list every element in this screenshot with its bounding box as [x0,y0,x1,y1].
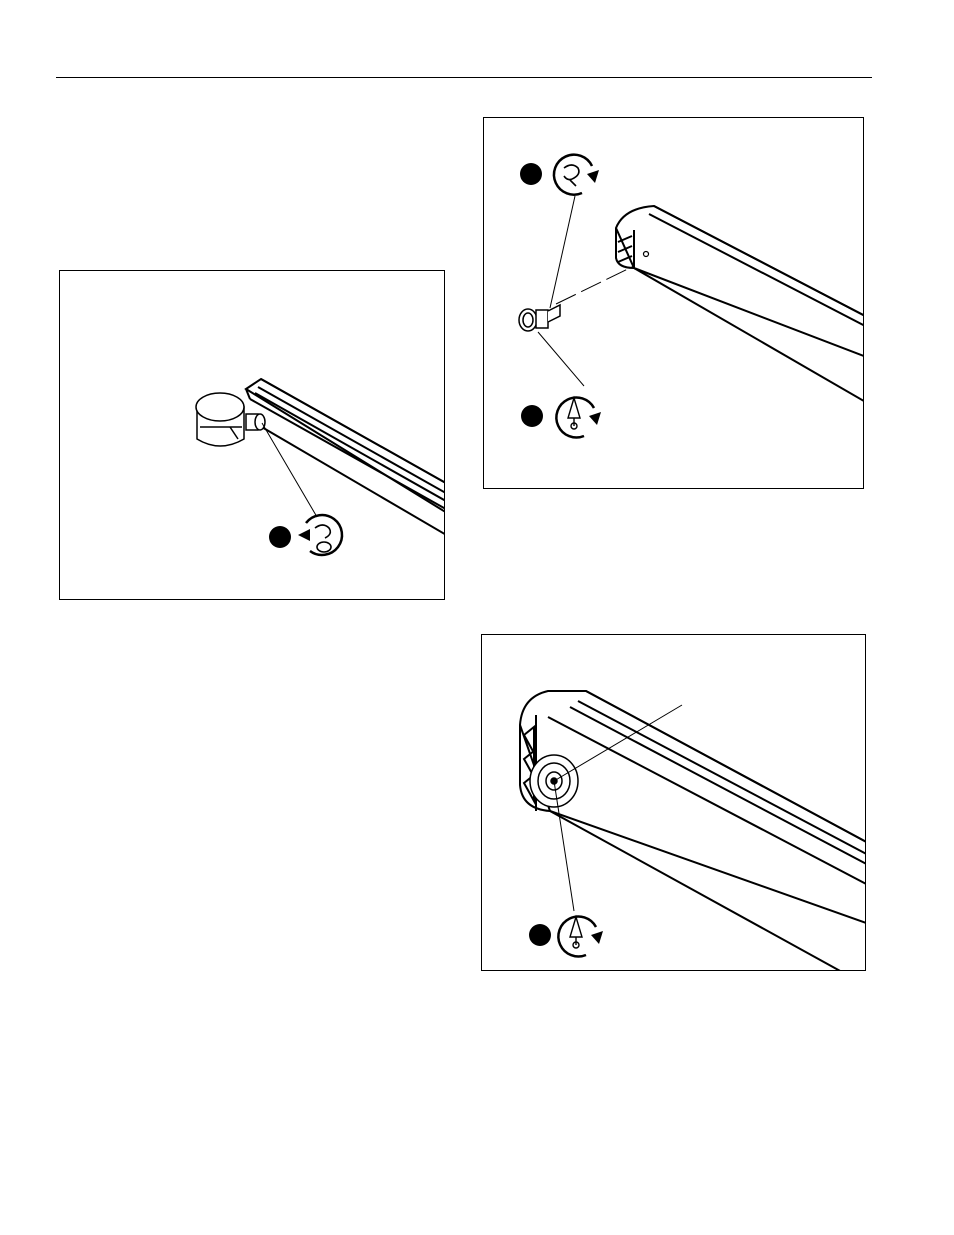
step-bullet [521,405,543,427]
step-bullet [529,924,551,946]
leveler-screw [519,305,560,331]
rotate-clockwise-screwdriver-icon [558,917,603,957]
step-bullet [269,526,291,548]
leg-with-glide-illustration [60,271,445,600]
rotate-clockwise-screwdriver-icon [556,398,601,438]
figure-install-leveler [483,117,864,489]
figure-tighten-leveler [481,634,866,971]
leader-line [262,423,317,517]
leader-line [550,196,575,308]
leg-end-with-leveler-illustration [482,635,866,971]
leg-with-leveler-illustration [484,118,864,489]
leg-tube [246,379,445,543]
leader-line [538,332,584,386]
rotate-counterclockwise-hand-icon [298,515,342,555]
rotate-clockwise-hand-icon [554,155,599,195]
step-bullet [520,163,542,185]
figure-remove-glide [59,270,445,600]
header-rule [56,77,872,78]
leg-tube [616,206,864,404]
alignment-dashed-line [556,266,634,304]
